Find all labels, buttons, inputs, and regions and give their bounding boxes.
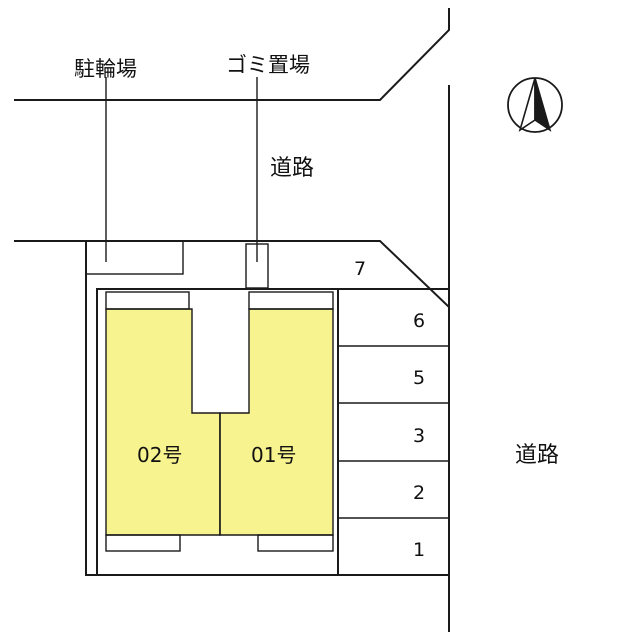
parking-space-7: 7: [354, 258, 366, 280]
unit-02-entry-bottom: [105, 534, 181, 552]
road-right-label: 道路: [515, 443, 559, 468]
north-arrow-icon: [507, 77, 563, 133]
unit-02: [105, 308, 221, 536]
site-boundary: [14, 240, 450, 576]
unit-01-balcony-top: [248, 291, 334, 310]
road-boundary-top: [14, 8, 450, 101]
unit-02-label: 02号: [137, 443, 182, 467]
unit-02-balcony-top: [105, 291, 190, 310]
unit-01-label: 01号: [251, 443, 296, 467]
unit-01-entry-bottom: [257, 534, 334, 552]
road-top-label: 道路: [270, 156, 314, 181]
parking-space-5: 5: [413, 367, 425, 389]
bicycle-parking-area: [85, 240, 184, 275]
bicycle-parking-label: 駐輪場: [74, 57, 137, 81]
parking-space-6: 6: [413, 310, 425, 332]
unit-01: [219, 308, 334, 536]
garbage-area-label: ゴミ置場: [226, 53, 310, 77]
parking-space-3: 3: [413, 425, 425, 447]
parking-space-2: 2: [413, 482, 425, 504]
parking-space-1: 1: [413, 539, 425, 561]
